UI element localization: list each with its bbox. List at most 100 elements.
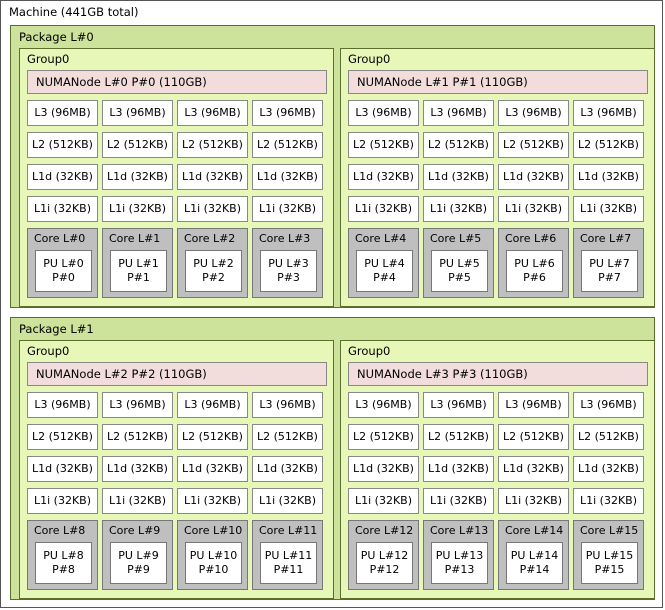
l1i-cache[interactable]: L1i (32KB) <box>573 196 644 222</box>
core-box[interactable]: Core L#5 PU L#5 P#5 <box>423 228 494 298</box>
numanode-p1-g0[interactable]: NUMANode L#2 P#2 (110GB) <box>27 362 327 386</box>
numanode-p0-g0[interactable]: NUMANode L#0 P#0 (110GB) <box>27 70 327 94</box>
core-box[interactable]: Core L#13 PU L#13 P#13 <box>423 520 494 590</box>
l3-cache[interactable]: L3 (96MB) <box>573 392 644 418</box>
pu-box[interactable]: PU L#13 P#13 <box>431 542 488 584</box>
l3-cache[interactable]: L3 (96MB) <box>423 100 494 126</box>
pu-box[interactable]: PU L#7 P#7 <box>581 250 638 292</box>
group-p1-g0[interactable]: Group0 NUMANode L#2 P#2 (110GB) L3 (96MB… <box>19 340 334 599</box>
core-box[interactable]: Core L#10 PU L#10 P#10 <box>177 520 248 590</box>
l3-cache[interactable]: L3 (96MB) <box>177 392 248 418</box>
l2-cache[interactable]: L2 (512KB) <box>498 424 569 450</box>
l1d-cache[interactable]: L1d (32KB) <box>27 164 98 190</box>
core-box[interactable]: Core L#2 PU L#2 P#2 <box>177 228 248 298</box>
l3-cache[interactable]: L3 (96MB) <box>348 100 419 126</box>
core-box[interactable]: Core L#14 PU L#14 P#14 <box>498 520 569 590</box>
l1i-cache[interactable]: L1i (32KB) <box>102 196 173 222</box>
l2-cache[interactable]: L2 (512KB) <box>177 132 248 158</box>
l2-cache[interactable]: L2 (512KB) <box>573 424 644 450</box>
pu-box[interactable]: PU L#3 P#3 <box>260 250 317 292</box>
l1d-cache[interactable]: L1d (32KB) <box>252 456 323 482</box>
l2-cache[interactable]: L2 (512KB) <box>423 132 494 158</box>
l2-cache[interactable]: L2 (512KB) <box>252 424 323 450</box>
core-box[interactable]: Core L#1 PU L#1 P#1 <box>102 228 173 298</box>
core-box[interactable]: Core L#11 PU L#11 P#11 <box>252 520 323 590</box>
core-box[interactable]: Core L#15 PU L#15 P#15 <box>573 520 644 590</box>
pu-box[interactable]: PU L#9 P#9 <box>110 542 167 584</box>
package-0[interactable]: Package L#0 Group0 NUMANode L#0 P#0 (110… <box>10 25 655 308</box>
l1i-cache[interactable]: L1i (32KB) <box>498 196 569 222</box>
pu-box[interactable]: PU L#6 P#6 <box>506 250 563 292</box>
l3-cache[interactable]: L3 (96MB) <box>27 100 98 126</box>
l1d-cache[interactable]: L1d (32KB) <box>573 456 644 482</box>
l1i-cache[interactable]: L1i (32KB) <box>252 488 323 514</box>
l1i-cache[interactable]: L1i (32KB) <box>423 196 494 222</box>
l2-cache[interactable]: L2 (512KB) <box>102 132 173 158</box>
l1d-cache[interactable]: L1d (32KB) <box>102 456 173 482</box>
l1i-cache[interactable]: L1i (32KB) <box>252 196 323 222</box>
l3-cache[interactable]: L3 (96MB) <box>252 392 323 418</box>
l2-cache[interactable]: L2 (512KB) <box>498 132 569 158</box>
l2-cache[interactable]: L2 (512KB) <box>102 424 173 450</box>
l2-cache[interactable]: L2 (512KB) <box>27 424 98 450</box>
l1d-cache[interactable]: L1d (32KB) <box>348 164 419 190</box>
core-box[interactable]: Core L#0 PU L#0 P#0 <box>27 228 98 298</box>
pu-box[interactable]: PU L#1 P#1 <box>110 250 167 292</box>
l1d-cache[interactable]: L1d (32KB) <box>348 456 419 482</box>
pu-box[interactable]: PU L#10 P#10 <box>185 542 242 584</box>
pu-box[interactable]: PU L#15 P#15 <box>581 542 638 584</box>
core-box[interactable]: Core L#3 PU L#3 P#3 <box>252 228 323 298</box>
pu-box[interactable]: PU L#5 P#5 <box>431 250 488 292</box>
core-box[interactable]: Core L#7 PU L#7 P#7 <box>573 228 644 298</box>
group-p0-g1[interactable]: Group0 NUMANode L#1 P#1 (110GB) L3 (96MB… <box>340 48 655 307</box>
pu-box[interactable]: PU L#11 P#11 <box>260 542 317 584</box>
l1d-cache[interactable]: L1d (32KB) <box>177 164 248 190</box>
l1d-cache[interactable]: L1d (32KB) <box>252 164 323 190</box>
l1i-cache[interactable]: L1i (32KB) <box>27 196 98 222</box>
l1d-cache[interactable]: L1d (32KB) <box>102 164 173 190</box>
core-box[interactable]: Core L#9 PU L#9 P#9 <box>102 520 173 590</box>
l1d-cache[interactable]: L1d (32KB) <box>573 164 644 190</box>
l1i-cache[interactable]: L1i (32KB) <box>177 488 248 514</box>
pu-box[interactable]: PU L#0 P#0 <box>35 250 92 292</box>
l3-cache[interactable]: L3 (96MB) <box>177 100 248 126</box>
package-1[interactable]: Package L#1 Group0 NUMANode L#2 P#2 (110… <box>10 317 655 600</box>
l1i-cache[interactable]: L1i (32KB) <box>573 488 644 514</box>
l2-cache[interactable]: L2 (512KB) <box>348 424 419 450</box>
pu-box[interactable]: PU L#2 P#2 <box>185 250 242 292</box>
pu-box[interactable]: PU L#4 P#4 <box>356 250 413 292</box>
pu-box[interactable]: PU L#12 P#12 <box>356 542 413 584</box>
l2-cache[interactable]: L2 (512KB) <box>27 132 98 158</box>
l1i-cache[interactable]: L1i (32KB) <box>498 488 569 514</box>
l3-cache[interactable]: L3 (96MB) <box>27 392 98 418</box>
l1i-cache[interactable]: L1i (32KB) <box>177 196 248 222</box>
pu-box[interactable]: PU L#14 P#14 <box>506 542 563 584</box>
l1i-cache[interactable]: L1i (32KB) <box>102 488 173 514</box>
l1d-cache[interactable]: L1d (32KB) <box>177 456 248 482</box>
l1i-cache[interactable]: L1i (32KB) <box>348 196 419 222</box>
l1i-cache[interactable]: L1i (32KB) <box>27 488 98 514</box>
l2-cache[interactable]: L2 (512KB) <box>177 424 248 450</box>
l1i-cache[interactable]: L1i (32KB) <box>423 488 494 514</box>
l3-cache[interactable]: L3 (96MB) <box>423 392 494 418</box>
l3-cache[interactable]: L3 (96MB) <box>348 392 419 418</box>
l3-cache[interactable]: L3 (96MB) <box>102 392 173 418</box>
l2-cache[interactable]: L2 (512KB) <box>252 132 323 158</box>
core-box[interactable]: Core L#4 PU L#4 P#4 <box>348 228 419 298</box>
group-p1-g1[interactable]: Group0 NUMANode L#3 P#3 (110GB) L3 (96MB… <box>340 340 655 599</box>
l1d-cache[interactable]: L1d (32KB) <box>423 456 494 482</box>
numanode-p1-g1[interactable]: NUMANode L#3 P#3 (110GB) <box>348 362 648 386</box>
l2-cache[interactable]: L2 (512KB) <box>573 132 644 158</box>
l3-cache[interactable]: L3 (96MB) <box>498 100 569 126</box>
pu-box[interactable]: PU L#8 P#8 <box>35 542 92 584</box>
l3-cache[interactable]: L3 (96MB) <box>573 100 644 126</box>
l3-cache[interactable]: L3 (96MB) <box>498 392 569 418</box>
l3-cache[interactable]: L3 (96MB) <box>252 100 323 126</box>
l1d-cache[interactable]: L1d (32KB) <box>27 456 98 482</box>
l1d-cache[interactable]: L1d (32KB) <box>498 164 569 190</box>
l1i-cache[interactable]: L1i (32KB) <box>348 488 419 514</box>
group-p0-g0[interactable]: Group0 NUMANode L#0 P#0 (110GB) L3 (96MB… <box>19 48 334 307</box>
core-box[interactable]: Core L#12 PU L#12 P#12 <box>348 520 419 590</box>
core-box[interactable]: Core L#8 PU L#8 P#8 <box>27 520 98 590</box>
l1d-cache[interactable]: L1d (32KB) <box>423 164 494 190</box>
